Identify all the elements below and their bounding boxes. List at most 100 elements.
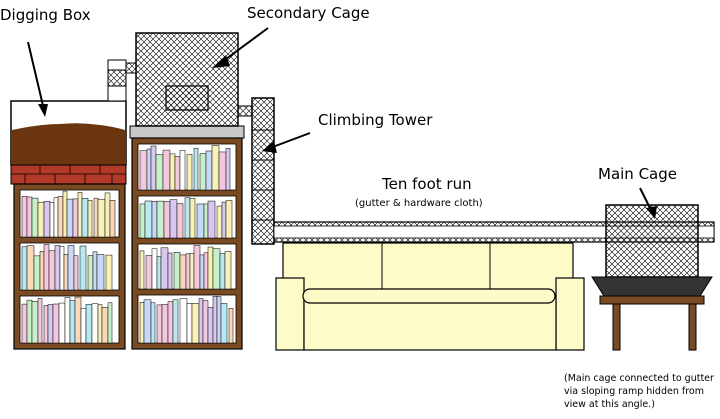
book [207, 307, 214, 344]
label-climbing-tower: Climbing Tower [318, 111, 433, 129]
book [221, 201, 227, 239]
book [203, 252, 209, 290]
book [52, 303, 60, 344]
book [139, 250, 145, 290]
book [179, 150, 186, 191]
book [151, 201, 158, 239]
book [162, 149, 171, 191]
book [156, 200, 165, 239]
book [48, 250, 56, 291]
main-cage [591, 204, 713, 351]
book [151, 248, 158, 290]
secondary-cage [135, 32, 253, 127]
books-layer [19, 143, 237, 344]
book [97, 198, 106, 238]
book [196, 203, 205, 239]
arrow-head [38, 104, 48, 117]
book [97, 304, 103, 344]
couch-arm-left [275, 277, 305, 351]
book [31, 197, 39, 238]
book [66, 198, 74, 238]
note-line-2: via sloping ramp hidden from [564, 386, 704, 397]
book [193, 147, 199, 191]
book [73, 255, 79, 291]
book [220, 303, 228, 344]
book [198, 298, 204, 344]
book [199, 254, 205, 290]
book [58, 302, 66, 344]
main-cage-tray [591, 276, 713, 297]
book [184, 197, 191, 239]
book [156, 304, 163, 344]
book [104, 192, 111, 238]
label-run-subtitle: (gutter & hardware cloth) [355, 198, 483, 209]
main-cage-table-leg [612, 303, 621, 351]
book [173, 252, 181, 290]
book [81, 198, 89, 238]
book [53, 197, 59, 238]
label-digging-box: Digging Box [0, 6, 91, 24]
book [202, 300, 209, 344]
book [96, 254, 105, 291]
book [57, 196, 64, 238]
book [219, 253, 226, 290]
book [37, 298, 43, 344]
book [199, 153, 207, 191]
book [43, 244, 50, 291]
book [37, 201, 45, 238]
book [193, 245, 201, 290]
book [216, 205, 223, 239]
book [43, 305, 49, 344]
book [207, 200, 216, 239]
book [139, 301, 145, 344]
digging-box-base [10, 164, 127, 185]
book [174, 156, 181, 191]
bookshelf-top-board [129, 125, 245, 139]
book [150, 302, 156, 344]
book [109, 200, 116, 238]
arrow-head [646, 206, 657, 219]
book [155, 154, 164, 191]
book [92, 251, 98, 291]
label-secondary-cage: Secondary Cage [247, 4, 370, 22]
main-cage-table-top [599, 295, 705, 305]
digging-box [10, 100, 127, 185]
book [186, 153, 193, 191]
book [33, 255, 41, 291]
book [189, 253, 195, 290]
couch-seat [303, 295, 557, 351]
book [143, 299, 152, 344]
arrow-head [212, 55, 230, 68]
digging-box-arrow [27, 41, 45, 111]
book [59, 246, 65, 291]
book [212, 248, 221, 290]
book [225, 147, 231, 191]
book [47, 304, 54, 344]
book [161, 304, 169, 344]
arrow-head [262, 141, 277, 153]
secondary-cage-arrow [221, 27, 269, 63]
book [85, 304, 93, 344]
book [228, 308, 234, 344]
book [43, 200, 51, 238]
book [205, 150, 213, 191]
book [91, 303, 99, 344]
book [224, 251, 232, 290]
book [150, 145, 157, 191]
book [21, 303, 28, 344]
couch [275, 242, 585, 351]
book [172, 299, 179, 344]
note-line-1: (Main cage connected to gutter [564, 373, 714, 384]
book [211, 145, 220, 191]
book [167, 301, 174, 344]
book [72, 198, 79, 238]
digging-box-dirt [12, 123, 125, 165]
book [21, 246, 28, 291]
book [169, 199, 178, 239]
couch-cushion-roll [302, 288, 556, 304]
climbing-tower-arrow [269, 132, 311, 149]
book [139, 150, 148, 191]
book [186, 303, 193, 344]
